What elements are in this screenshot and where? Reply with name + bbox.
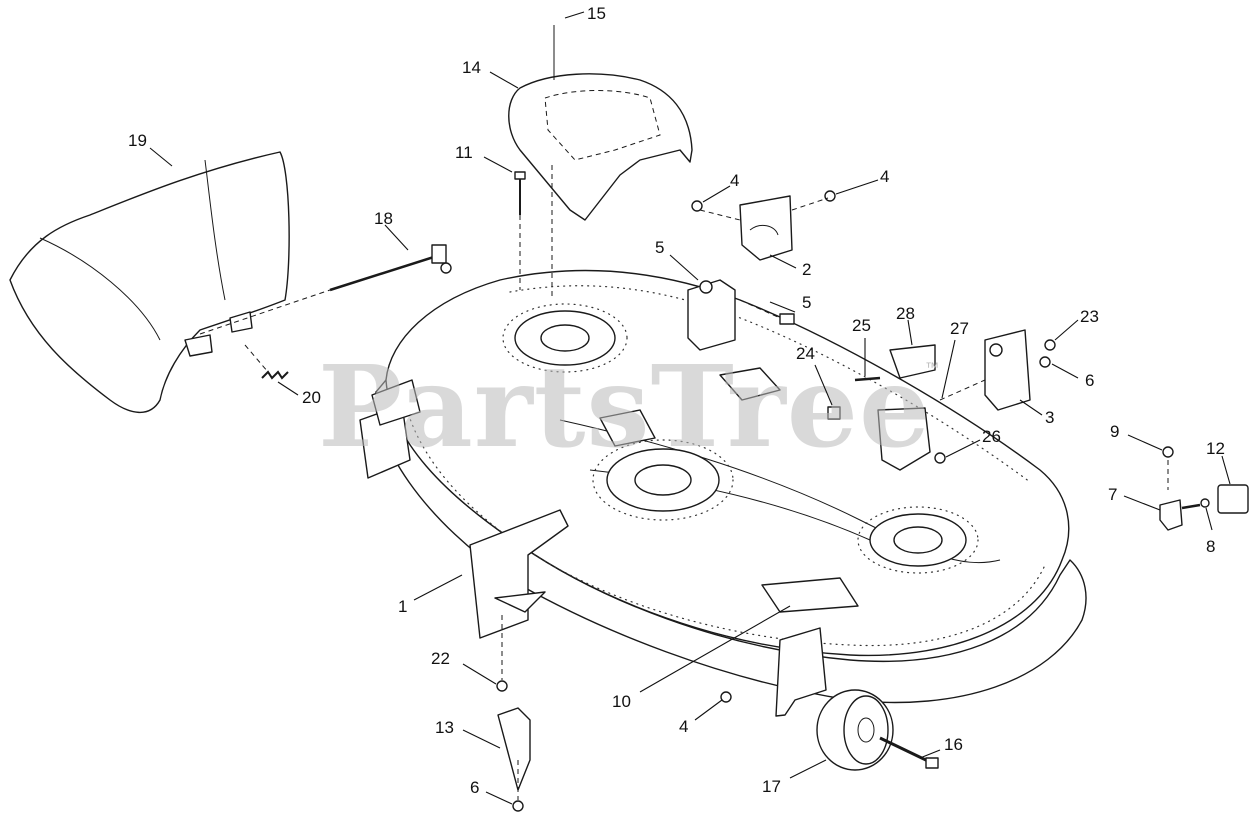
bushing-26[interactable] [934, 452, 946, 464]
callout-label: 1 [398, 597, 407, 616]
callout-label: 9 [1110, 422, 1119, 441]
washout-fitting-7[interactable] [1159, 499, 1201, 531]
pin-25[interactable] [854, 376, 881, 382]
nut-6a[interactable] [1039, 356, 1051, 368]
mower-deck-housing[interactable] [359, 269, 1087, 717]
bracket-5[interactable] [687, 279, 736, 351]
callout-16[interactable]: 16 [919, 735, 963, 759]
callout-4-right[interactable]: 4 [835, 167, 889, 195]
nut-4b[interactable] [824, 190, 836, 202]
bracket-assembly-right[interactable] [877, 407, 931, 471]
belt-cover[interactable] [508, 73, 693, 221]
callout-label: 15 [587, 4, 606, 23]
callout-28[interactable]: 28 [896, 304, 915, 346]
callout-20[interactable]: 20 [277, 381, 321, 407]
wheel-bolt-16[interactable] [879, 736, 939, 769]
callout-2[interactable]: 2 [769, 254, 811, 279]
callout-8[interactable]: 8 [1205, 507, 1215, 556]
callout-label: 4 [679, 717, 688, 736]
deflector-rod[interactable] [199, 244, 452, 335]
callout-label: 12 [1206, 439, 1225, 458]
callout-1[interactable]: 1 [398, 574, 463, 616]
callout-26[interactable]: 26 [945, 427, 1001, 458]
callout-label: 16 [944, 735, 963, 754]
callout-4-bottom[interactable]: 4 [679, 699, 723, 736]
callout-15[interactable]: 15 [564, 4, 606, 23]
bolt-23[interactable] [1044, 339, 1056, 351]
callout-label: 25 [852, 316, 871, 335]
callout-labels: 15 14 19 11 4 4 18 5 2 5 25 28 27 23 24 … [128, 4, 1231, 805]
callout-label: 27 [950, 319, 969, 338]
callout-label: 17 [762, 777, 781, 796]
callout-label: 3 [1045, 408, 1054, 427]
callout-27[interactable]: 27 [941, 319, 969, 399]
discharge-deflector[interactable] [9, 151, 290, 414]
callout-label: 26 [982, 427, 1001, 446]
callout-3[interactable]: 3 [1019, 399, 1054, 427]
callout-label: 6 [1085, 371, 1094, 390]
callout-label: 19 [128, 131, 147, 150]
gauge-wheel-17[interactable] [816, 689, 894, 771]
watermark-text: PartsTree [318, 342, 931, 473]
callout-label: 20 [302, 388, 321, 407]
callout-11[interactable]: 11 [455, 143, 513, 173]
hose-adapter-12[interactable] [1217, 484, 1249, 514]
callout-14[interactable]: 14 [462, 58, 519, 89]
callout-label: 5 [802, 293, 811, 312]
callout-25[interactable]: 25 [852, 316, 871, 376]
o-ring-8[interactable] [1200, 498, 1210, 508]
callout-label: 6 [470, 778, 479, 797]
lift-bracket-3[interactable] [984, 329, 1031, 411]
callout-10[interactable]: 10 [612, 605, 791, 711]
callout-22[interactable]: 22 [431, 649, 497, 685]
callout-5-bottom[interactable]: 5 [769, 293, 811, 313]
callout-label: 2 [802, 260, 811, 279]
nut-6b[interactable] [512, 800, 524, 812]
callout-label: 8 [1206, 537, 1215, 556]
callout-label: 4 [730, 171, 739, 190]
callout-label: 13 [435, 718, 454, 737]
gauge-bracket-13[interactable] [497, 707, 531, 791]
callout-6-right[interactable]: 6 [1051, 363, 1094, 390]
callout-label: 28 [896, 304, 915, 323]
callout-label: 4 [880, 167, 889, 186]
callout-6-bottom[interactable]: 6 [470, 778, 513, 805]
spacer-24[interactable] [827, 406, 841, 420]
screw-9[interactable] [1162, 446, 1174, 458]
callout-17[interactable]: 17 [762, 759, 827, 796]
callout-9[interactable]: 9 [1110, 422, 1163, 451]
torsion-spring[interactable] [244, 344, 289, 380]
idler-bracket-2[interactable] [739, 195, 793, 261]
nut-4c[interactable] [720, 691, 732, 703]
callout-12[interactable]: 12 [1206, 439, 1231, 485]
callout-label: 10 [612, 692, 631, 711]
callout-5-top[interactable]: 5 [655, 238, 699, 281]
nut-22[interactable] [496, 680, 508, 692]
bolt-5[interactable] [779, 313, 795, 325]
callout-label: 22 [431, 649, 450, 668]
callout-24[interactable]: 24 [796, 344, 833, 406]
callout-19[interactable]: 19 [128, 131, 173, 167]
callout-label: 24 [796, 344, 815, 363]
callout-label: 7 [1108, 485, 1117, 504]
watermark-trademark: ™ [925, 359, 939, 375]
callout-4-left[interactable]: 4 [702, 171, 739, 203]
callout-23[interactable]: 23 [1054, 307, 1099, 341]
clip-28[interactable] [889, 344, 936, 379]
callout-label: 23 [1080, 307, 1099, 326]
nut-4a[interactable] [691, 200, 703, 212]
callout-label: 5 [655, 238, 664, 257]
callout-18[interactable]: 18 [374, 209, 409, 251]
callout-label: 14 [462, 58, 481, 77]
callout-label: 11 [455, 143, 473, 162]
callout-13[interactable]: 13 [435, 718, 501, 749]
callout-7[interactable]: 7 [1108, 485, 1161, 511]
bolt-11[interactable] [514, 171, 526, 290]
callout-label: 18 [374, 209, 393, 228]
